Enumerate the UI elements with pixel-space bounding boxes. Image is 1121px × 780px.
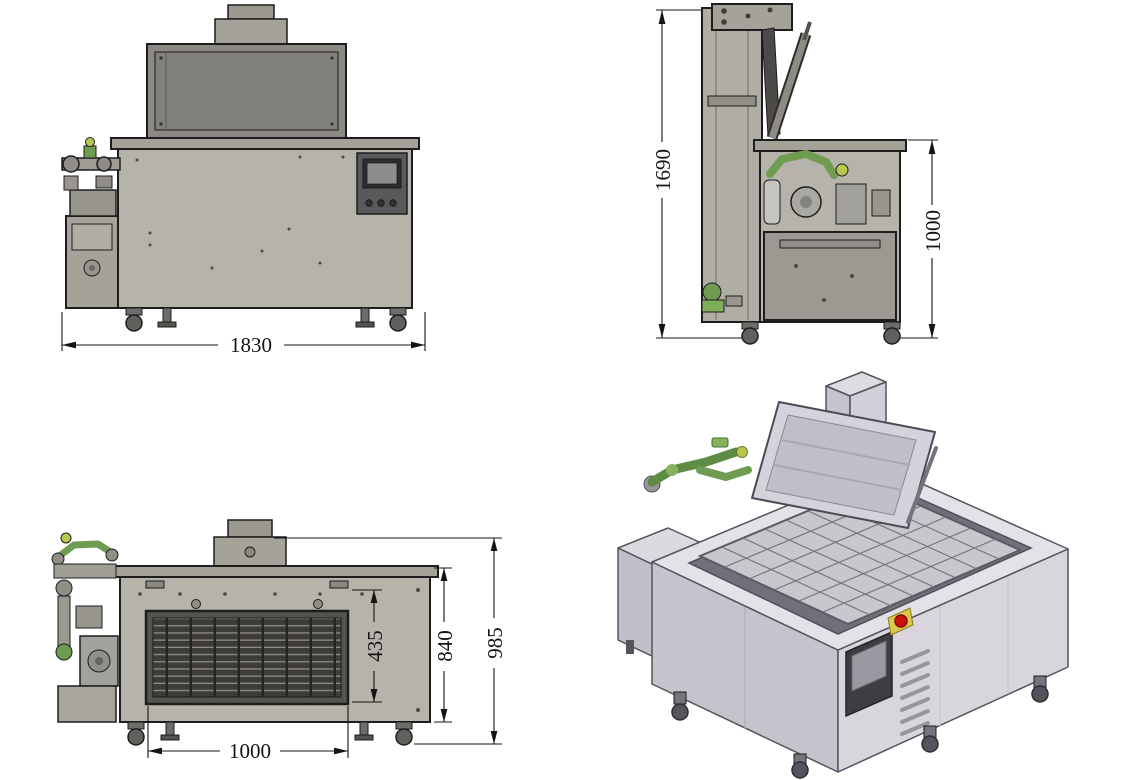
iso-pipes: [643, 437, 752, 493]
rear-casters: [127, 721, 413, 746]
iso-casters: [671, 675, 1049, 779]
iso-lid: [751, 401, 936, 529]
rear-left-plumbing: [51, 532, 119, 723]
side-body-height-dimension: 1000: [900, 139, 945, 339]
rear-overall-height-label: 985: [483, 627, 507, 659]
rear-opening-width-label: 1000: [229, 739, 271, 763]
iso-emergency-button: [894, 614, 908, 628]
side-body-height-label: 1000: [921, 210, 945, 252]
front-casters: [125, 307, 407, 332]
front-body-bolts: [135, 155, 345, 270]
rear-opening-height-dimension: 435: [352, 589, 387, 703]
front-duct: [214, 4, 288, 45]
side-casters: [741, 321, 901, 345]
rear-body-height-label: 840: [433, 630, 457, 662]
rear-opening-mesh: [144, 609, 350, 706]
rear-view: 435 840 985 1000: [51, 519, 507, 763]
front-left-plumbing: [61, 137, 121, 309]
side-body: [753, 139, 907, 323]
rear-rim: [111, 565, 439, 578]
front-control-panel: [356, 152, 408, 215]
side-machinery: [701, 150, 891, 313]
rear-overall-height-dimension: 985: [274, 537, 507, 745]
front-width-label: 1830: [230, 333, 272, 357]
side-view: 1690: [651, 3, 945, 345]
front-rim: [110, 137, 420, 150]
iso-basket-mesh: [697, 482, 1023, 626]
isometric-view: [617, 371, 1069, 779]
rear-duct: [213, 519, 287, 567]
rear-top-details: [138, 580, 420, 712]
rear-opening-width-dimension: 1000: [147, 706, 349, 763]
front-view: 1830: [61, 4, 426, 357]
front-hood: [146, 43, 347, 139]
iso-prop-rod: [906, 446, 938, 524]
iso-louvers: [900, 649, 930, 736]
side-overall-height-label: 1690: [651, 149, 675, 191]
side-overall-height-dimension: 1690: [651, 9, 746, 339]
rear-body-height-dimension: 840: [433, 567, 457, 723]
rear-opening-height-label: 435: [363, 630, 387, 662]
front-width-dimension: 1830: [61, 312, 426, 357]
iso-control-panel: [845, 607, 914, 718]
